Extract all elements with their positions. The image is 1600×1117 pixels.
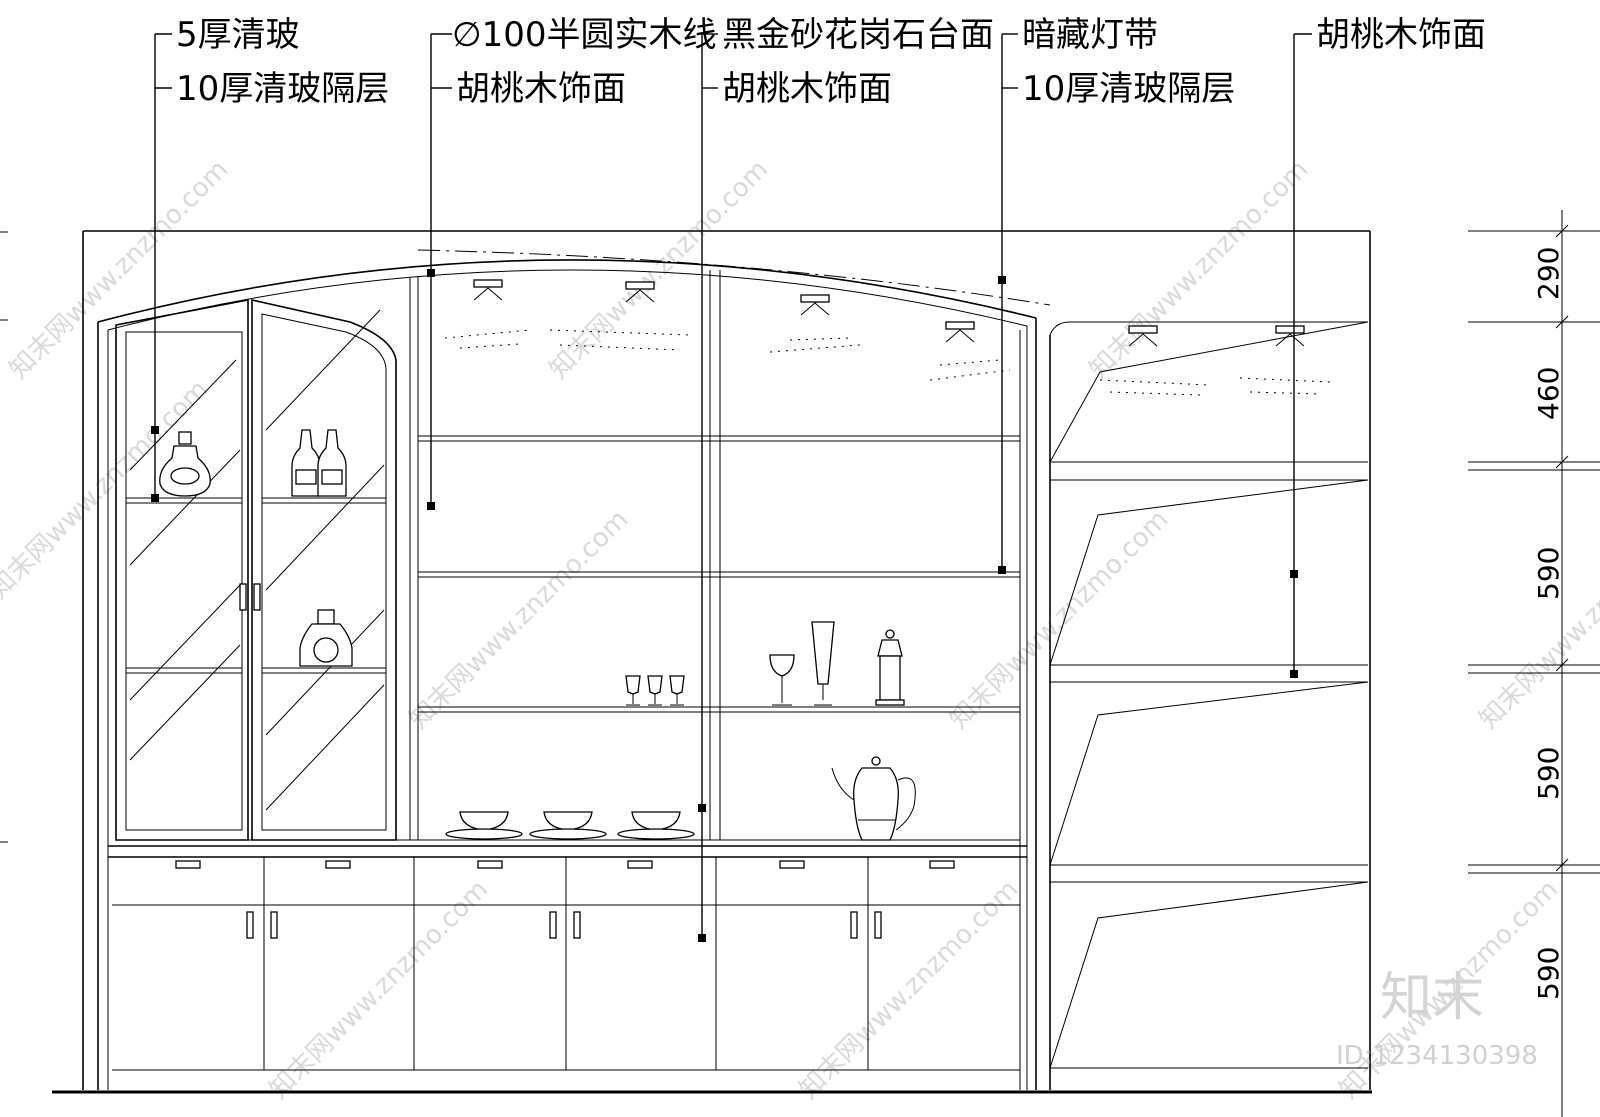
watermark-text: 知末网www.znzmo.com: [944, 504, 1175, 735]
downlight-icons: [444, 279, 1331, 396]
watermark-text: 知末网www.znzmo.com: [1474, 504, 1600, 735]
open-shelving: [418, 270, 1020, 840]
dimension-value: 590: [1532, 747, 1565, 800]
label-walnut-veneer-2: 胡桃木饰面: [722, 69, 892, 109]
leader-lines: [151, 33, 1312, 942]
watermark-layer: 知末网www.znzmo.com 知末网www.znzmo.com 知末网www…: [0, 154, 1600, 1105]
base-cabinets: [108, 845, 1027, 1071]
dimension-chain: 290 460 590 590 590: [0, 210, 1600, 1117]
bottle-icon: [299, 609, 353, 667]
annotation-labels: 5厚清玻 10厚清玻隔层 ∅100半圆实木线 胡桃木饰面 黑金砂花岗石台面 胡桃…: [176, 15, 1486, 109]
watermark-text: 知末网www.znzmo.com: [404, 504, 635, 735]
vase-icon: [811, 621, 835, 706]
label-glass-shelf-left: 10厚清玻隔层: [176, 69, 389, 109]
lantern-icon: [875, 629, 905, 706]
door-knob-icon: [246, 911, 882, 939]
label-hidden-light-strip: 暗藏灯带: [1022, 15, 1158, 55]
watermark-text: 知末网www.znzmo.com: [4, 154, 235, 385]
dimension-value: 590: [1532, 547, 1565, 600]
goblet-icon: [769, 654, 795, 706]
bowl-icon: [445, 811, 695, 840]
label-glass-5mm: 5厚清玻: [176, 15, 300, 55]
door-handle-icon: [239, 583, 247, 611]
label-half-round-wood-line: ∅100半圆实木线: [452, 15, 717, 55]
id-watermark: ID:1234130398: [1336, 1041, 1538, 1071]
glass-door-cabinet: [115, 276, 1020, 841]
cabinet-outline: [52, 230, 1372, 1094]
wine-glass-icon: [625, 675, 685, 706]
dimension-value: 460: [1532, 367, 1565, 420]
label-walnut-veneer-3: 胡桃木饰面: [1316, 15, 1486, 55]
drawer-pull-icon: [175, 860, 955, 869]
angled-display-shelves: [1049, 321, 1369, 1090]
bottle-icon: [291, 429, 347, 497]
label-glass-shelf-right: 10厚清玻隔层: [1022, 69, 1235, 109]
label-walnut-veneer-1: 胡桃木饰面: [456, 69, 626, 109]
brand-watermark: 知末: [1380, 968, 1484, 1028]
teapot-icon: [831, 756, 916, 841]
decor-objects: [159, 429, 916, 841]
label-granite-top: 黑金砂花岗石台面: [722, 15, 994, 55]
door-handle-icon: [253, 583, 261, 611]
dimension-value: 290: [1532, 247, 1565, 300]
dimension-value: 590: [1532, 947, 1565, 1000]
bottle-icon: [159, 431, 211, 497]
watermark-text: 知末网www.znzmo.com: [1084, 154, 1315, 385]
